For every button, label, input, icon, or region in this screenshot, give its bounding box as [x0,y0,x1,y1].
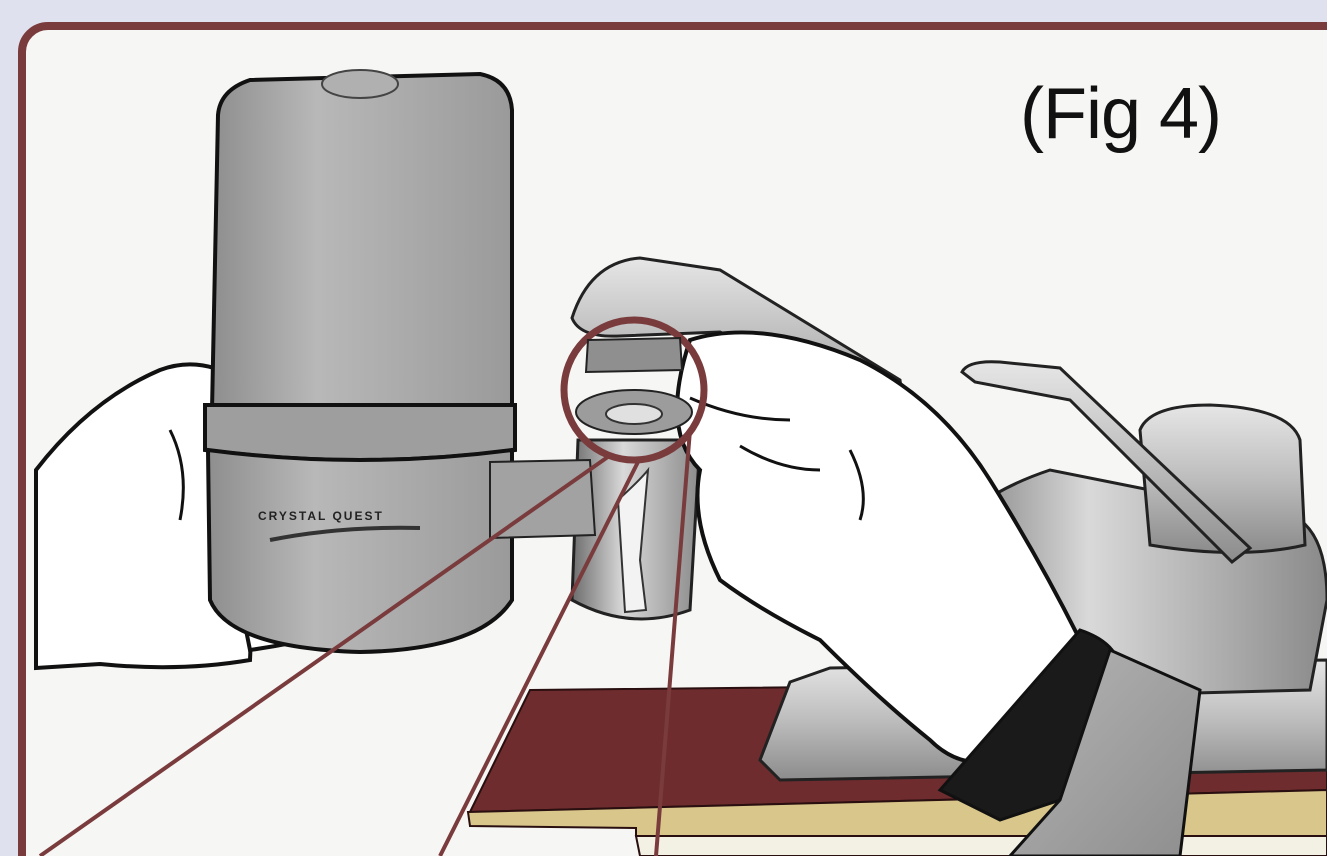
figure-label: (Fig 4) [1020,78,1221,150]
filter-brand-text: CRYSTAL QUEST [258,509,384,523]
